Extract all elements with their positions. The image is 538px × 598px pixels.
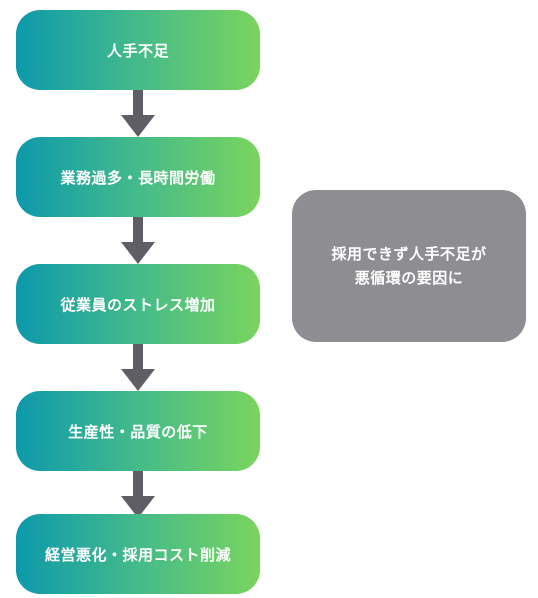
step-2-label: 業務過多・長時間労働 — [60, 168, 216, 187]
down-arrow-icon — [121, 471, 155, 518]
step-3-box: 従業員のストレス増加 — [16, 264, 260, 344]
step-1-box: 人手不足 — [16, 10, 260, 90]
down-arrow-icon — [121, 90, 155, 137]
summary-note-line-2: 悪循環の要因に — [354, 269, 464, 287]
down-arrow-icon — [121, 217, 155, 264]
step-1-label: 人手不足 — [106, 41, 169, 60]
step-4-box: 生産性・品質の低下 — [16, 391, 260, 471]
down-arrow-icon — [121, 344, 155, 391]
step-5-box: 経営悪化・採用コスト削減 — [16, 514, 260, 594]
step-5-label: 経営悪化・採用コスト削減 — [44, 545, 231, 564]
summary-note: 採用できず人手不足が 悪循環の要因に — [292, 190, 526, 342]
step-4-label: 生産性・品質の低下 — [68, 422, 208, 441]
step-2-box: 業務過多・長時間労働 — [16, 137, 260, 217]
step-3-label: 従業員のストレス増加 — [60, 295, 216, 314]
summary-note-line-1: 採用できず人手不足が — [331, 245, 487, 263]
